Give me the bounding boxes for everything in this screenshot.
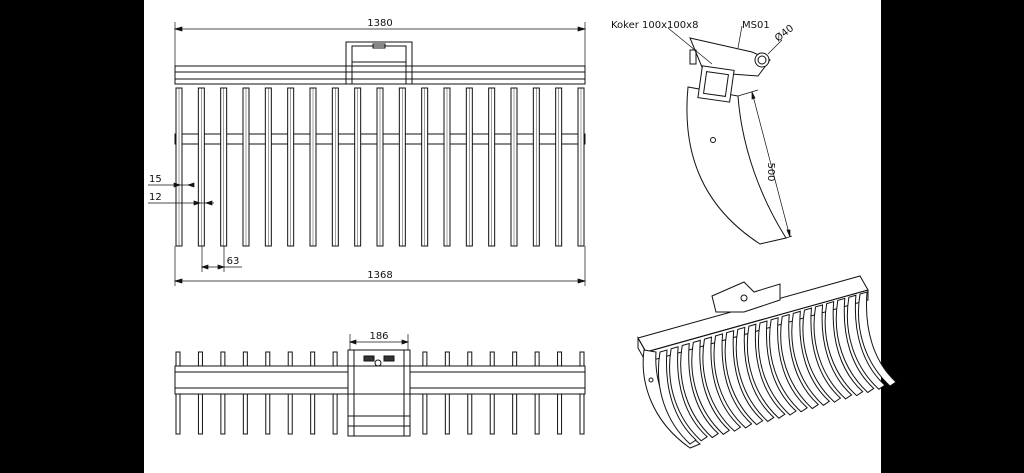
front-tine — [288, 88, 294, 246]
iso-tine — [825, 302, 863, 396]
iso-end-plate — [643, 350, 700, 448]
iso-tine — [814, 305, 852, 399]
plan-tine — [176, 352, 180, 434]
iso-tine — [803, 308, 841, 402]
label-pin-diameter: Ø40 — [772, 22, 796, 44]
front-tine — [466, 88, 472, 246]
label-bracket: MS01 — [742, 20, 770, 31]
pin-hole — [755, 53, 769, 67]
front-tine — [399, 88, 405, 246]
dim-tine-width-a: 15 — [149, 174, 162, 185]
leader-pin — [768, 40, 782, 54]
iso-tine — [736, 327, 774, 421]
plan-tine — [266, 352, 270, 434]
dim-tine-length: 500 — [765, 162, 776, 181]
side-view — [687, 38, 786, 244]
tine-profile — [687, 87, 786, 244]
iso-mount-bracket — [712, 282, 780, 312]
plan-tine — [333, 352, 337, 434]
dim-tine-pitch: 63 — [227, 256, 240, 267]
plan-view — [175, 350, 585, 436]
iso-pin-hole — [741, 295, 747, 301]
dim-bracket-width: 186 — [369, 331, 388, 342]
plan-tine — [445, 352, 449, 434]
top-beam — [175, 66, 585, 84]
iso-tine — [692, 340, 730, 434]
iso-tine — [770, 318, 808, 412]
front-tine — [310, 88, 316, 246]
front-tine — [176, 88, 182, 246]
pin — [758, 56, 766, 64]
side-bracket-plate — [690, 38, 770, 76]
front-tine — [377, 88, 383, 246]
plan-tine — [243, 352, 247, 434]
leader-bracket — [738, 26, 742, 48]
iso-tine — [847, 295, 885, 389]
front-tine — [221, 88, 227, 246]
iso-tine — [792, 311, 830, 405]
plan-tine — [198, 352, 202, 434]
bracket-slot — [690, 50, 696, 64]
square-tube-inner — [704, 72, 729, 97]
tine-bolt-hole — [711, 138, 716, 143]
side-dimensions — [668, 26, 792, 238]
iso-tine — [758, 321, 796, 415]
dim-tine-width-b: 12 — [149, 192, 162, 203]
leader-tube — [668, 28, 712, 64]
plan-tine — [221, 352, 225, 434]
iso-tine — [836, 298, 874, 392]
iso-tine — [703, 337, 741, 431]
plan-tine — [311, 352, 315, 434]
plan-tine — [468, 352, 472, 434]
front-tine — [511, 88, 517, 246]
plan-tine — [423, 352, 427, 434]
front-tine — [578, 88, 584, 246]
iso-tine — [781, 315, 819, 409]
front-tine — [422, 88, 428, 246]
front-dimensions — [148, 22, 585, 286]
plan-tine — [558, 352, 562, 434]
front-tine — [243, 88, 249, 246]
front-tine — [556, 88, 562, 246]
plan-tine — [490, 352, 494, 434]
front-tine — [489, 88, 495, 246]
front-tine — [198, 88, 204, 246]
front-tine — [444, 88, 450, 246]
front-view — [175, 42, 585, 246]
plan-tine — [580, 352, 584, 434]
iso-tine — [725, 331, 763, 425]
plan-mount-bracket — [348, 350, 410, 436]
iso-tine — [858, 292, 896, 386]
front-tine — [533, 88, 539, 246]
plan-tine — [513, 352, 517, 434]
iso-tine — [747, 324, 785, 418]
front-tine — [355, 88, 361, 246]
iso-tine — [681, 344, 719, 438]
iso-tine — [670, 347, 708, 441]
plan-tine — [288, 352, 292, 434]
iso-tine — [658, 350, 696, 444]
iso-tine — [714, 334, 752, 428]
square-tube — [698, 66, 734, 102]
label-tube: Koker 100x100x8 — [611, 20, 698, 31]
dim-tine-span: 1368 — [367, 270, 392, 281]
iso-bolt-hole — [649, 378, 653, 382]
front-tine — [332, 88, 338, 246]
front-tine — [265, 88, 271, 246]
plan-tine — [535, 352, 539, 434]
plan-dimensions — [350, 334, 408, 350]
dim-line-tine-length — [752, 92, 790, 237]
isometric-view — [638, 276, 896, 448]
front-mount-bracket — [346, 42, 412, 84]
dim-overall-width: 1380 — [367, 18, 392, 29]
